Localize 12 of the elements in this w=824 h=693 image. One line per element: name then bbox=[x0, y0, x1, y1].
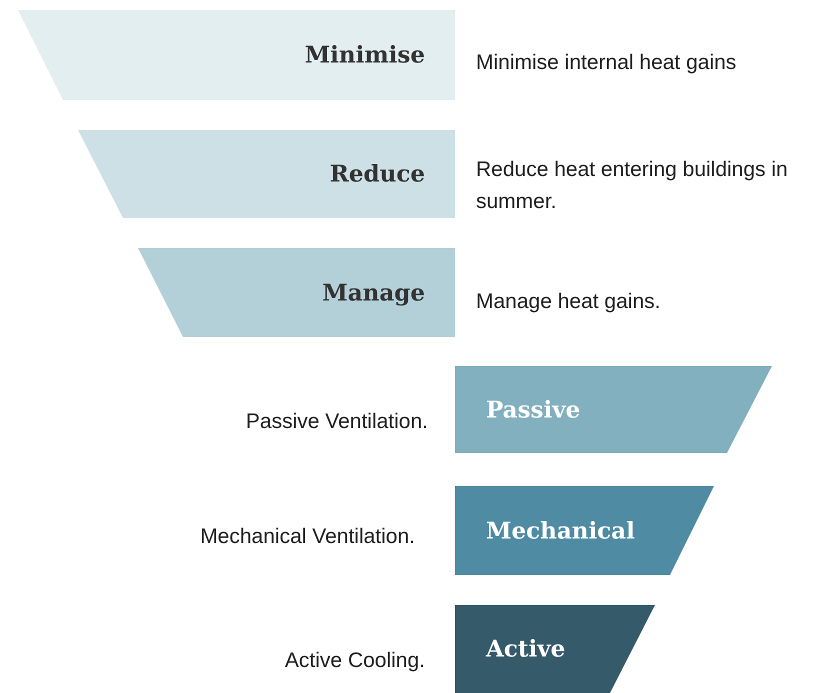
description-text: Active Cooling. bbox=[284, 648, 425, 674]
description-text: Manage heat gains. bbox=[476, 289, 662, 315]
description-text: Passive Ventilation. bbox=[244, 409, 428, 435]
description-text: Mechanical Ventilation. bbox=[199, 524, 415, 550]
description-text: Reduce heat entering buildings in summer. bbox=[476, 157, 789, 215]
band-label: Minimise bbox=[304, 42, 425, 68]
band-label: Manage bbox=[322, 279, 425, 306]
band-label: Passive bbox=[486, 396, 580, 423]
band-label: Active bbox=[486, 636, 566, 662]
band-label: Reduce bbox=[330, 160, 425, 188]
band-label: Mechanical bbox=[486, 517, 635, 544]
description-text: Minimise internal heat gains bbox=[476, 50, 738, 76]
